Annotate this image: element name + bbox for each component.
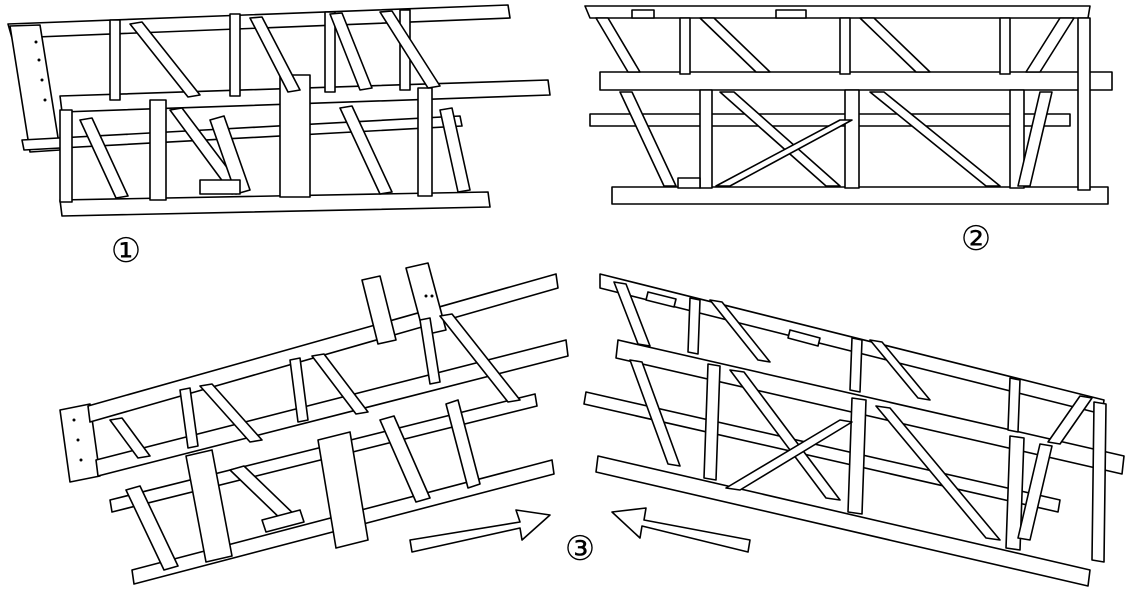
p3r-diagonal — [725, 419, 853, 491]
p2-end-vertical — [1077, 17, 1091, 191]
p2-vertical — [699, 89, 713, 189]
p3r-end-vertical — [1091, 401, 1107, 563]
p3l-diagonal — [379, 415, 431, 503]
p2-upper-vertical — [999, 17, 1011, 75]
p1-diagonal — [379, 10, 441, 89]
p1-vertical — [417, 87, 433, 197]
p2-diagonal — [1017, 91, 1053, 187]
arrow-right-icon — [409, 509, 551, 553]
p3l-vertical — [289, 357, 309, 423]
p1-diagonal — [329, 12, 373, 91]
p1-rivets — [34, 40, 47, 102]
p3r-bottom-chord — [595, 455, 1091, 587]
p1-bottom-chord — [59, 191, 491, 217]
p3r-upper-vertical — [687, 297, 701, 355]
p3r-vertical — [1005, 435, 1025, 551]
p3r-vertical — [703, 363, 721, 481]
p2-diagonal — [869, 91, 1001, 187]
p2-diagonal — [595, 17, 641, 73]
p3l-post — [361, 275, 397, 345]
p3l-diagonal — [311, 353, 369, 415]
panel-3-label: ③ — [565, 529, 595, 569]
p2-vertical — [844, 89, 860, 189]
p2-gusset — [631, 9, 655, 19]
p3l-diagonal — [125, 485, 179, 571]
p1-center-post — [279, 74, 311, 198]
p1-vertical — [59, 109, 73, 203]
p3l-vertical — [185, 449, 233, 563]
p2-lower-back-chord — [589, 113, 1071, 127]
panel-2-frame-assembly — [584, 5, 1113, 205]
p1-vertical — [229, 13, 241, 97]
p2-vertical — [1009, 89, 1025, 189]
p3l-center-post — [317, 431, 369, 549]
p1-end-plate — [9, 24, 61, 153]
p3l-gusset — [261, 509, 305, 533]
p2-gusset — [677, 177, 701, 189]
p3r-gusset — [787, 329, 821, 347]
p3l-diagonal — [109, 417, 151, 459]
p3r-diagonal — [629, 359, 681, 467]
p2-diagonal — [1025, 17, 1075, 73]
panel-1-label: ① — [111, 231, 141, 271]
p2-bottom-chord — [611, 186, 1109, 205]
p3r-upper-vertical — [849, 337, 863, 393]
p3r-gusset — [645, 291, 677, 308]
p1-diagonal — [209, 115, 251, 195]
p1-vertical — [149, 99, 167, 201]
p3l-diagonal — [445, 399, 481, 489]
p3r-diagonal — [869, 339, 931, 401]
p2-upper-vertical — [679, 17, 691, 75]
p1-diagonal — [249, 16, 301, 93]
p3l-top-chord — [87, 273, 559, 423]
p1-diagonal — [79, 117, 129, 199]
p2-diagonal — [619, 91, 677, 187]
p3r-upper-vertical — [1007, 377, 1021, 433]
p1-gusset — [199, 179, 241, 195]
p1-diagonal — [129, 21, 201, 98]
p3r-vertical — [847, 397, 867, 515]
panel-1-frame-assembly — [7, 4, 551, 217]
p3r-diagonal — [1017, 443, 1053, 541]
p1-vertical — [324, 11, 336, 93]
panel-2-label: ② — [961, 219, 991, 259]
p3l-diagonal — [439, 313, 521, 403]
panel-3-left-frame — [59, 262, 569, 585]
p2-diagonal — [859, 17, 931, 73]
p3l-middle-chord — [95, 339, 569, 477]
p3r-diagonal — [709, 299, 771, 363]
p3l-vertical — [179, 387, 199, 449]
p2-diagonal — [699, 17, 771, 73]
p2-gusset — [775, 9, 807, 19]
p2-upper-vertical — [839, 17, 851, 75]
arrow-left-icon — [611, 507, 751, 553]
p2-diagonal — [719, 91, 841, 187]
panel-3-right-frame — [583, 273, 1125, 587]
p3l-vertical — [419, 317, 441, 385]
p3r-diagonal — [875, 405, 1001, 541]
p2-top-chord — [584, 5, 1091, 19]
p3r-diagonal — [1047, 395, 1093, 445]
p3r-diagonal — [613, 281, 651, 347]
p3l-rivets — [72, 294, 434, 462]
p1-vertical — [109, 19, 121, 101]
p3l-post — [405, 262, 447, 336]
p3l-diagonal — [199, 383, 263, 443]
p1-diagonal — [439, 107, 471, 193]
p2-middle-chord — [599, 71, 1113, 91]
p2-diagonal — [715, 119, 853, 187]
p1-diagonal — [339, 105, 393, 195]
